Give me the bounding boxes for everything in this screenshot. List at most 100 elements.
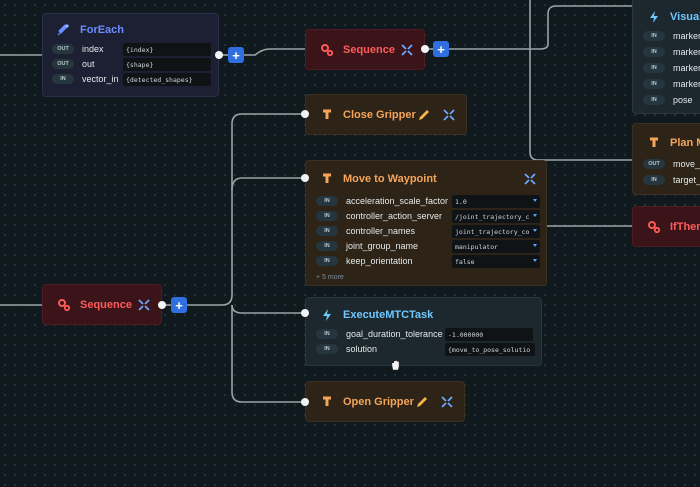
subtree-icon — [323, 396, 331, 406]
move-to-waypoint-node[interactable]: Move to Waypoint IN acceleration_scale_f… — [305, 160, 547, 286]
lightning-icon — [323, 309, 331, 321]
edge-to-open-gripper — [231, 305, 305, 403]
param-direction-badge: OUT — [52, 59, 74, 69]
param-value-field[interactable]: {shape} — [123, 58, 211, 71]
expand-icon[interactable] — [523, 172, 537, 186]
param-value-field[interactable]: {move_to_pose_solutio — [445, 343, 535, 356]
open-gripper-title: Open Gripper — [343, 396, 414, 408]
sequence-node-top[interactable]: Sequence — [305, 29, 425, 70]
param-row: IN joint_group_name — [316, 239, 418, 253]
chevron-down-icon — [533, 199, 537, 202]
param-row: IN marker_ — [643, 45, 700, 59]
edge-to-move-waypoint — [231, 177, 305, 191]
param-direction-badge: IN — [316, 226, 338, 236]
param-direction-badge: IN — [643, 95, 665, 105]
visualize-node[interactable]: Visual IN marker_ IN marker_ IN marker_ … — [632, 0, 700, 114]
param-direction-badge: IN — [316, 196, 338, 206]
subtree-icon — [650, 137, 658, 147]
if-then-title: IfTher — [670, 221, 700, 233]
foreach-icon — [57, 24, 69, 36]
execute-mtc-input-port[interactable] — [301, 309, 309, 317]
param-direction-badge: OUT — [52, 44, 74, 54]
foreach-node[interactable]: ForEach OUT index {index} OUT out {shape… — [42, 13, 219, 97]
move-to-waypoint-title: Move to Waypoint — [343, 173, 437, 185]
param-value-field[interactable]: {index} — [123, 43, 211, 56]
sequence-top-add-child-button[interactable]: + — [433, 41, 449, 57]
param-name: marker_ — [673, 63, 700, 73]
param-row: IN pose — [643, 93, 693, 107]
param-row: IN controller_action_server — [316, 209, 442, 223]
param-name: keep_orientation — [346, 256, 413, 266]
sequence-top-output-port[interactable] — [421, 45, 429, 53]
param-name: index — [82, 44, 104, 54]
sequence-node-left[interactable]: Sequence — [42, 284, 162, 325]
param-direction-badge: IN — [316, 211, 338, 221]
foreach-param-index: OUT index — [52, 42, 104, 56]
more-params-link[interactable]: + 5 more — [316, 274, 344, 281]
close-gripper-input-port[interactable] — [301, 110, 309, 118]
edge-to-execute-mtc — [231, 304, 305, 314]
param-direction-badge: IN — [316, 329, 338, 339]
gears-icon — [58, 299, 71, 312]
plan-move-node[interactable]: Plan M OUT move_t IN target_ — [632, 123, 700, 195]
foreach-output-port[interactable] — [215, 51, 223, 59]
execute-mtc-task-node[interactable]: ExecuteMTCTask IN goal_duration_toleranc… — [305, 297, 542, 366]
param-name: marker_ — [673, 31, 700, 41]
if-then-node[interactable]: IfTher — [632, 206, 700, 247]
close-gripper-node[interactable]: Close Gripper — [305, 94, 467, 135]
param-direction-badge: IN — [52, 74, 74, 84]
param-value-dropdown[interactable]: joint_trajectory_co — [452, 225, 540, 238]
param-value-field[interactable]: -1.000000 — [445, 328, 533, 341]
edge-branch-visualize — [530, 5, 632, 50]
execute-mtc-task-title: ExecuteMTCTask — [343, 309, 434, 321]
param-value-dropdown[interactable]: /joint_trajectory_c — [452, 210, 540, 223]
param-direction-badge: IN — [643, 31, 665, 41]
edit-pencil-icon[interactable] — [415, 395, 429, 409]
param-row: IN acceleration_scale_factor — [316, 194, 448, 208]
hand-cursor-icon — [391, 359, 400, 371]
param-value-dropdown[interactable]: manipulator — [452, 240, 540, 253]
param-name: marker_ — [673, 79, 700, 89]
param-name: controller_names — [346, 226, 416, 236]
expand-icon[interactable] — [137, 298, 151, 312]
param-value: joint_trajectory_co — [455, 227, 530, 236]
param-value-field[interactable]: {detected_shapes} — [123, 73, 211, 86]
param-value-dropdown[interactable]: 1.0 — [452, 195, 540, 208]
param-value-dropdown[interactable]: false — [452, 255, 540, 268]
param-value: false — [455, 257, 475, 266]
edge-trunk — [187, 113, 305, 306]
param-value: 1.0 — [455, 197, 467, 206]
param-row: IN keep_orientation — [316, 254, 413, 268]
subtree-icon — [323, 109, 331, 119]
param-name: acceleration_scale_factor — [346, 196, 449, 206]
open-gripper-input-port[interactable] — [301, 398, 309, 406]
sequence-left-add-child-button[interactable]: + — [171, 297, 187, 313]
param-direction-badge: IN — [316, 256, 338, 266]
sequence-left-output-port[interactable] — [158, 301, 166, 309]
open-gripper-node[interactable]: Open Gripper — [305, 381, 465, 422]
sequence-title: Sequence — [343, 44, 395, 56]
param-row: IN controller_names — [316, 224, 415, 238]
param-row: OUT move_t — [643, 157, 700, 171]
plan-move-title: Plan M — [670, 137, 700, 149]
edit-pencil-icon[interactable] — [417, 108, 431, 122]
foreach-add-child-button[interactable]: + — [228, 47, 244, 63]
edge-add-to-sequence-top — [244, 48, 305, 56]
expand-icon[interactable] — [442, 108, 456, 122]
param-name: pose — [673, 95, 693, 105]
move-to-waypoint-input-port[interactable] — [301, 174, 309, 182]
param-direction-badge: IN — [316, 241, 338, 251]
subtree-icon — [323, 173, 331, 183]
param-value: /joint_trajectory_c — [455, 212, 530, 221]
edge-branch-down-plan — [529, 49, 632, 161]
expand-icon[interactable] — [400, 43, 414, 57]
close-gripper-title: Close Gripper — [343, 109, 416, 121]
lightning-icon — [650, 11, 658, 23]
expand-icon[interactable] — [440, 395, 454, 409]
param-name: out — [82, 59, 95, 69]
param-direction-badge: IN — [316, 344, 338, 354]
param-name: target_ — [673, 175, 700, 185]
chevron-down-icon — [533, 244, 537, 247]
